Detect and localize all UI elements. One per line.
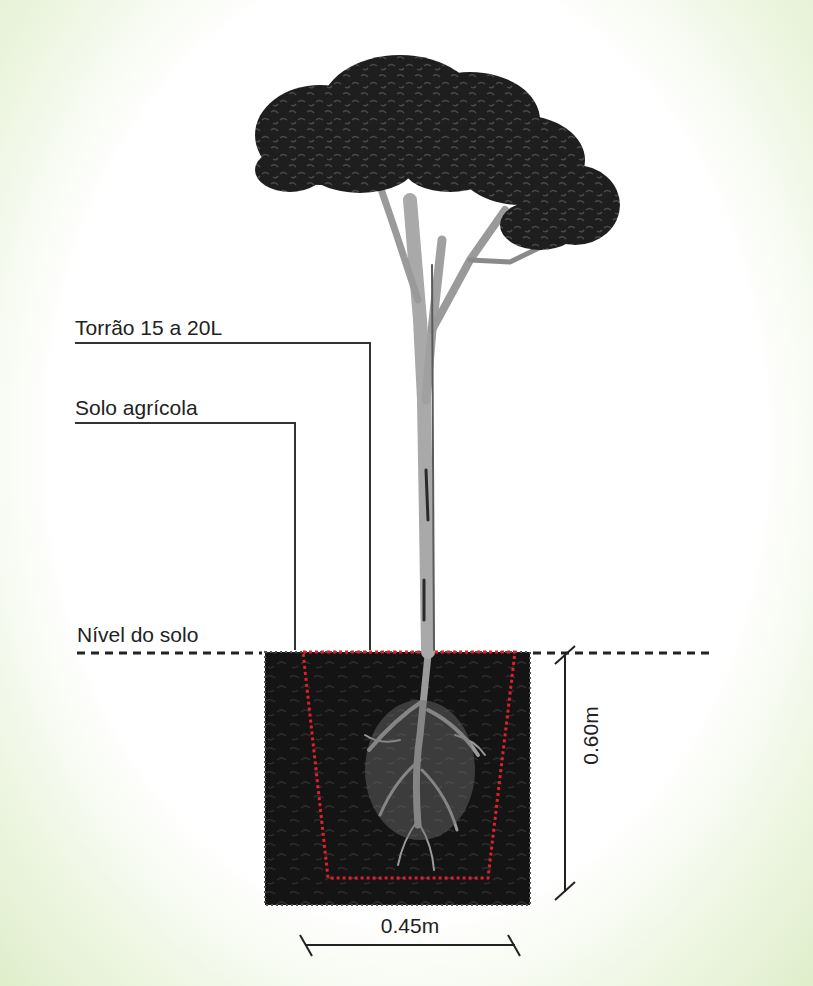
roots — [365, 655, 485, 870]
callout-label: Solo agrícola — [75, 397, 198, 418]
ground-level-label: Nível do solo — [77, 624, 198, 645]
callout-label: Torrão 15 a 20L — [75, 317, 222, 338]
dimension-lines — [300, 646, 575, 956]
soil-pit — [265, 652, 530, 905]
ground-level-line — [77, 652, 710, 655]
root-ball-outline — [303, 652, 515, 878]
leader-lines — [75, 343, 370, 650]
tree-canopy — [255, 55, 620, 250]
dimension-label: 0.45m — [381, 915, 439, 936]
tree-trunk — [378, 180, 545, 652]
dimension-label: 0.60m — [580, 706, 601, 764]
pit-outline — [265, 652, 530, 905]
